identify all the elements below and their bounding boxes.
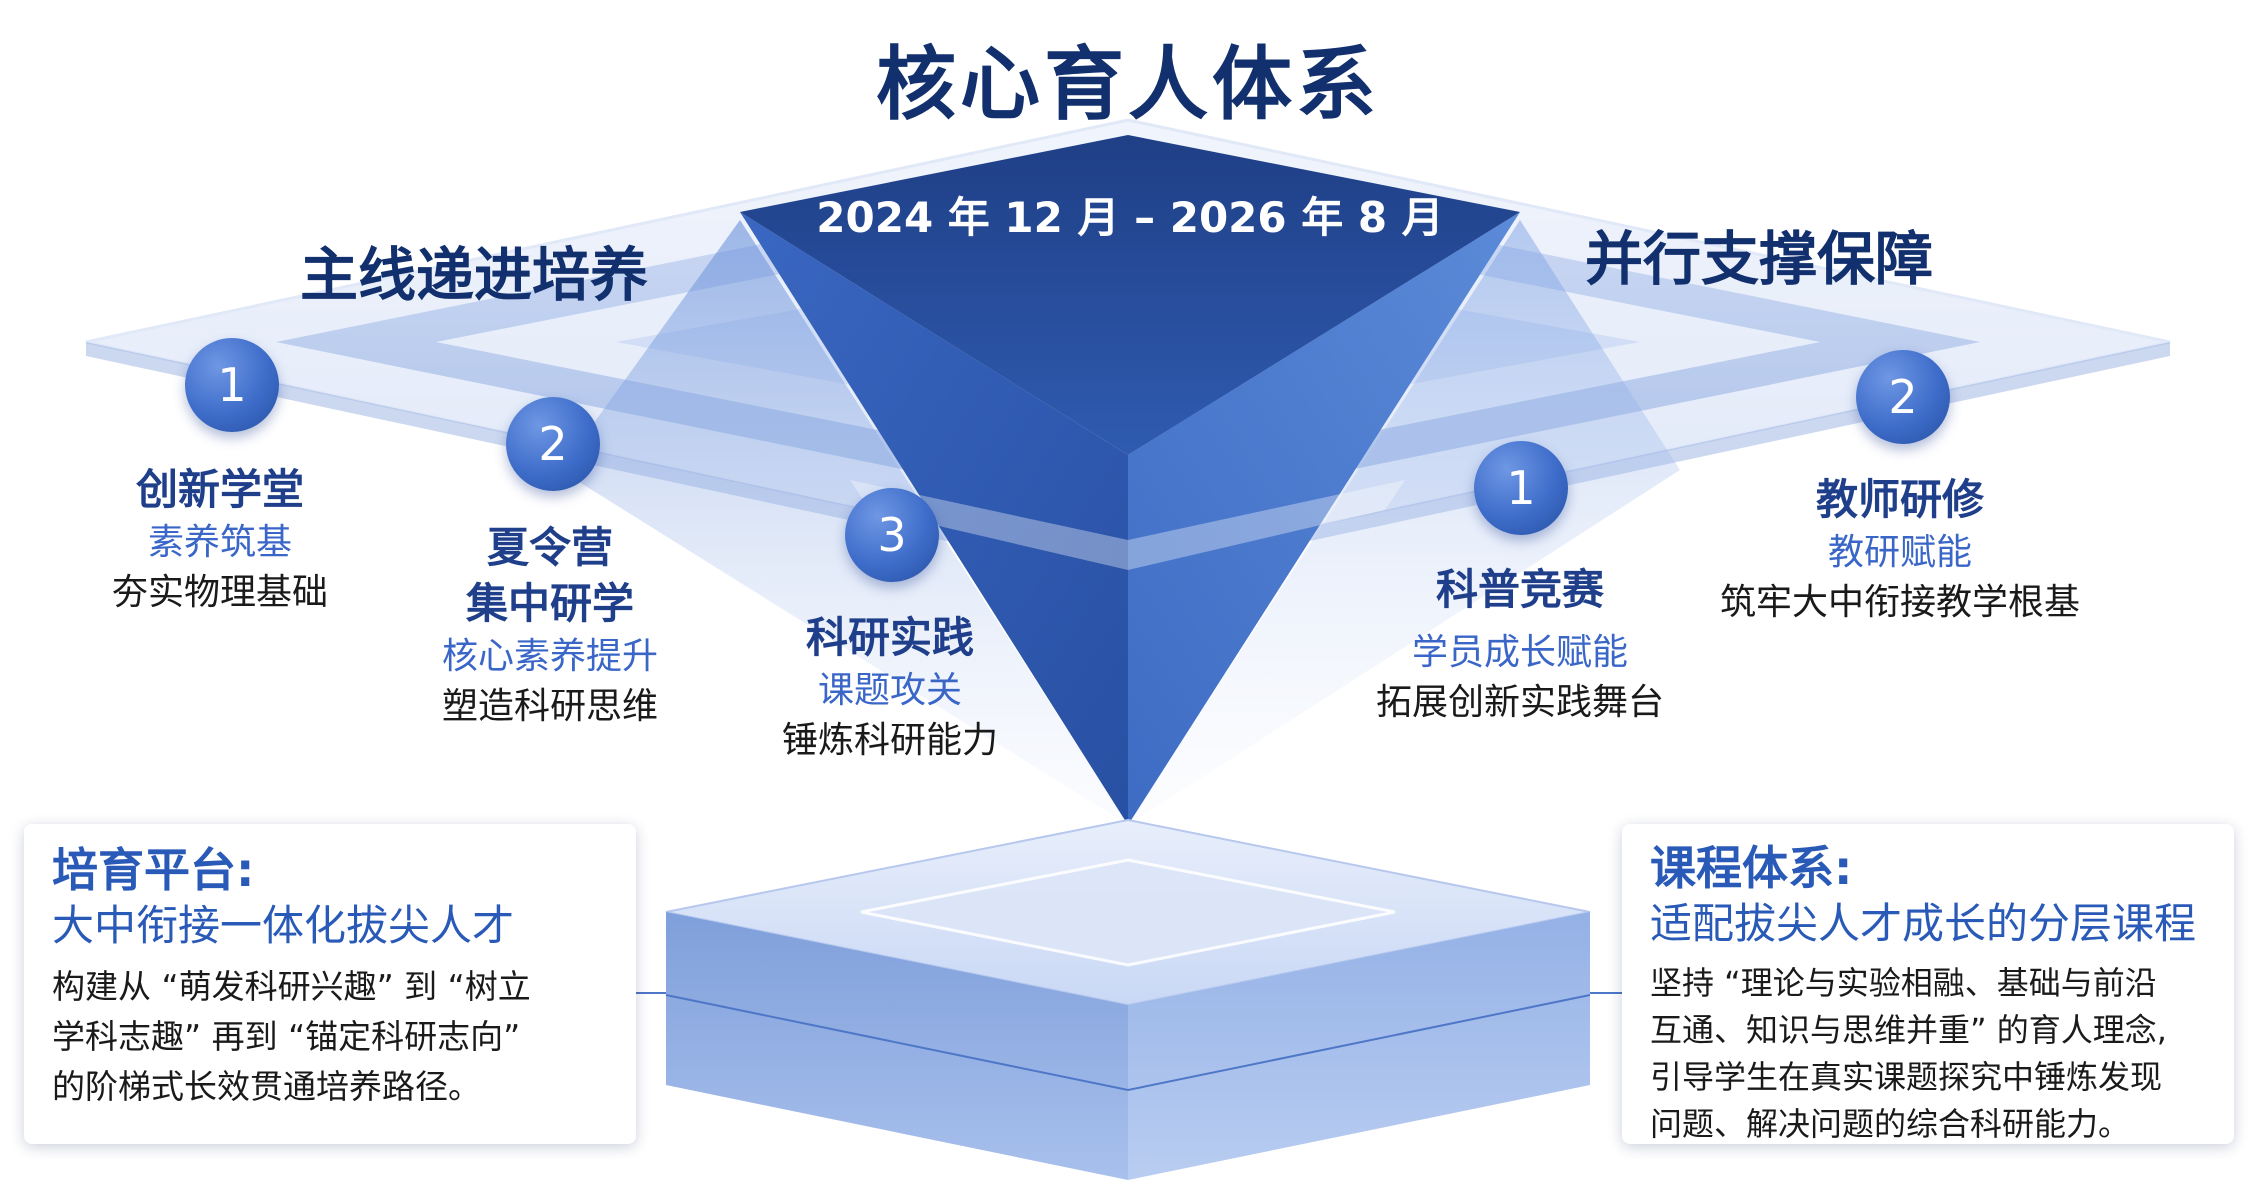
left-item-2-desc: 塑造科研思维 [441,686,658,727]
glow-beams [560,220,1680,825]
left-item-1-name: 创新学堂 [135,465,304,514]
left-item-1-badge: 1 [185,338,279,432]
left-item-1-desc: 夯实物理基础 [111,572,328,613]
left-item-2-sub: 核心素养提升 [441,636,658,677]
left-item-2-badge: 2 [506,397,600,491]
left-item-1: 创新学堂 素养筑基 夯实物理基础 [70,462,370,618]
right-item-1-sub: 学员成长赋能 [1411,632,1628,673]
right-item-2: 教师研修 教研赋能 筑牢大中衔接教学根基 [1690,472,2110,628]
left-item-3-badge: 3 [845,488,939,582]
right-item-2-sub: 教研赋能 [1827,532,1972,573]
right-item-1-name: 科普竞赛 [1435,565,1604,614]
left-item-3-desc: 锤炼科研能力 [781,720,998,761]
left-item-1-sub: 素养筑基 [147,522,292,563]
right-item-2-desc: 筑牢大中衔接教学根基 [1719,582,2080,623]
right-item-2-name: 教师研修 [1815,475,1984,524]
date-range: 2024 年 12 月 – 2026 年 8 月 [816,193,1444,242]
platform-card-subtitle: 大中衔接一体化拔尖人才 [52,901,515,950]
right-item-1: 科普竞赛 学员成长赋能 拓展创新实践舞台 [1350,562,1690,728]
left-item-2: 夏令营 集中研学 核心素养提升 塑造科研思维 [400,520,700,732]
curriculum-card-subtitle: 适配拔尖人才成长的分层课程 [1650,899,2197,948]
right-section-title: 并行支撑保障 [1585,225,1934,293]
right-item-1-desc: 拓展创新实践舞台 [1375,682,1664,723]
left-item-2-name: 夏令营 集中研学 [465,523,634,628]
left-item-3-name: 科研实践 [805,613,974,662]
platform-card: 培育平台: 大中衔接一体化拔尖人才 构建从 “萌发科研兴趣” 到 “树立 学科志… [24,824,636,1144]
platform-card-body: 构建从 “萌发科研兴趣” 到 “树立 学科志趣” 再到 “锚定科研志向” 的阶梯… [52,967,531,1106]
page-title: 核心育人体系 [876,38,1380,131]
platform-card-title: 培育平台: [52,843,255,897]
curriculum-card-body: 坚持 “理论与实验相融、基础与前沿 互通、知识与思维并重” 的育人理念, 引导学… [1650,964,2167,1143]
left-item-3-sub: 课题攻关 [817,670,962,711]
curriculum-card-title: 课程体系: [1650,841,1853,895]
right-item-1-badge: 1 [1474,441,1568,535]
base-platform [665,818,1591,1180]
curriculum-card: 课程体系: 适配拔尖人才成长的分层课程 坚持 “理论与实验相融、基础与前沿 互通… [1622,824,2234,1144]
left-section-title: 主线递进培养 [300,241,649,309]
left-item-3: 科研实践 课题攻关 锤炼科研能力 [740,610,1040,766]
right-item-2-badge: 2 [1856,350,1950,444]
